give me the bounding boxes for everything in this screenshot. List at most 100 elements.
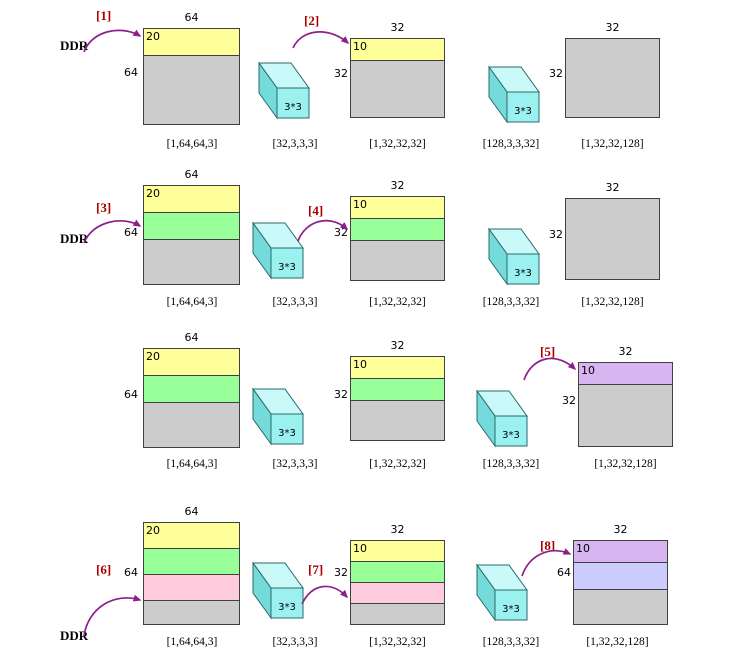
- dim-label-left: 64: [124, 388, 138, 401]
- feature-map: 10: [350, 38, 445, 118]
- tile-size-label: 20: [146, 524, 160, 537]
- tensor-shape-label: [1,64,64,3]: [166, 296, 218, 308]
- dim-label-left: 32: [562, 394, 576, 407]
- dim-label-left: 64: [557, 566, 571, 579]
- kernel-size-label: 3*3: [278, 428, 296, 439]
- tile-strip: [144, 240, 239, 284]
- tile-strip: [144, 403, 239, 447]
- dim-label-left: 32: [549, 67, 563, 80]
- tensor-shape-label: [32,3,3,3]: [272, 296, 318, 308]
- tile-strip: 20: [144, 29, 239, 56]
- tile-strip: [144, 601, 239, 624]
- step-label-1: [1]: [96, 8, 112, 23]
- tensor-shape-label: [128,3,3,32]: [482, 138, 540, 150]
- tile-strip: [579, 385, 672, 446]
- tile-strip: [351, 379, 444, 401]
- tile-strip: [566, 199, 659, 279]
- tensor-shape-label: [32,3,3,3]: [272, 138, 318, 150]
- dim-label-left: 64: [124, 66, 138, 79]
- conv-kernel: 3*3: [474, 388, 532, 448]
- tile-strip: [144, 213, 239, 240]
- tile-strip: 10: [579, 363, 672, 385]
- tile-strip: [566, 39, 659, 117]
- tensor-shape-label: [128,3,3,32]: [482, 636, 540, 648]
- kernel-size-label: 3*3: [514, 106, 532, 117]
- ddr-label: DDR: [60, 231, 89, 246]
- dim-label-left: 32: [334, 226, 348, 239]
- step-label-3: [3]: [96, 200, 112, 215]
- feature-map: 10: [578, 362, 673, 447]
- flow-arrow-7: [301, 585, 349, 605]
- step-label-5: [5]: [540, 344, 556, 359]
- tensor-shape-label: [1,32,32,32]: [369, 636, 426, 648]
- ddr-label: DDR: [60, 38, 89, 53]
- kernel-size-label: 3*3: [514, 268, 532, 279]
- tile-size-label: 10: [353, 358, 367, 371]
- step-label-4: [4]: [308, 203, 324, 218]
- tensor-shape-label: [1,64,64,3]: [166, 138, 218, 150]
- kernel-front-face: [276, 87, 310, 119]
- dim-label-top: 32: [390, 339, 405, 352]
- dim-label-top: 64: [184, 11, 199, 24]
- tensor-shape-label: [1,64,64,3]: [166, 458, 218, 470]
- tile-strip: 10: [351, 197, 444, 219]
- dim-label-top: 32: [618, 345, 633, 358]
- tile-strip: [351, 562, 444, 583]
- dim-label-left: 32: [334, 67, 348, 80]
- step-label-2: [2]: [304, 13, 320, 28]
- dim-label-top: 32: [390, 179, 405, 192]
- tensor-shape-label: [1,32,32,128]: [594, 458, 657, 470]
- tile-size-label: 10: [353, 542, 367, 555]
- step-label-6: [6]: [96, 562, 112, 577]
- kernel-size-label: 3*3: [502, 604, 520, 615]
- conv-kernel: 3*3: [250, 220, 308, 280]
- tensor-shape-label: [1,32,32,32]: [369, 138, 426, 150]
- ddr-label: DDR: [60, 628, 89, 643]
- step-label-8: [8]: [540, 538, 556, 553]
- tile-strip: [351, 583, 444, 604]
- feature-map: [565, 198, 660, 280]
- feature-map: 10: [573, 540, 668, 625]
- tile-strip: 10: [351, 357, 444, 379]
- flow-arrow-6: [83, 594, 142, 637]
- feature-map: 10: [350, 196, 445, 281]
- feature-map: 20: [143, 28, 240, 125]
- kernel-front-face: [270, 587, 304, 619]
- tile-strip: [144, 376, 239, 403]
- tensor-shape-label: [32,3,3,3]: [272, 458, 318, 470]
- tile-strip: [144, 549, 239, 575]
- tile-size-label: 20: [146, 187, 160, 200]
- tile-strip: [351, 241, 444, 280]
- kernel-size-label: 3*3: [502, 430, 520, 441]
- kernel-front-face: [506, 253, 540, 285]
- tile-strip: 20: [144, 186, 239, 213]
- flow-arrow-5: [523, 357, 577, 381]
- conv-kernel: 3*3: [256, 60, 314, 120]
- tensor-shape-label: [128,3,3,32]: [482, 458, 540, 470]
- tile-size-label: 20: [146, 30, 160, 43]
- dim-label-top: 32: [613, 523, 628, 536]
- conv-kernel: 3*3: [486, 64, 544, 124]
- feature-map: 10: [350, 540, 445, 625]
- feature-map: 10: [350, 356, 445, 441]
- conv-kernel: 3*3: [250, 560, 308, 620]
- tile-strip: 20: [144, 349, 239, 376]
- tile-strip: [574, 563, 667, 590]
- tile-strip: [351, 401, 444, 440]
- tile-strip: [144, 575, 239, 601]
- dim-label-left: 32: [334, 566, 348, 579]
- step-label-7: [7]: [308, 562, 324, 577]
- dim-label-top: 64: [184, 505, 199, 518]
- tensor-shape-label: [32,3,3,3]: [272, 636, 318, 648]
- tile-strip: 20: [144, 523, 239, 549]
- tensor-shape-label: [1,32,32,32]: [369, 296, 426, 308]
- tile-size-label: 10: [581, 364, 595, 377]
- kernel-size-label: 3*3: [284, 102, 302, 113]
- kernel-front-face: [506, 91, 540, 123]
- kernel-front-face: [270, 247, 304, 279]
- tile-strip: 10: [351, 39, 444, 61]
- flow-arrow-1: [83, 29, 142, 53]
- dim-label-top: 32: [390, 523, 405, 536]
- tensor-shape-label: [1,32,32,128]: [581, 296, 644, 308]
